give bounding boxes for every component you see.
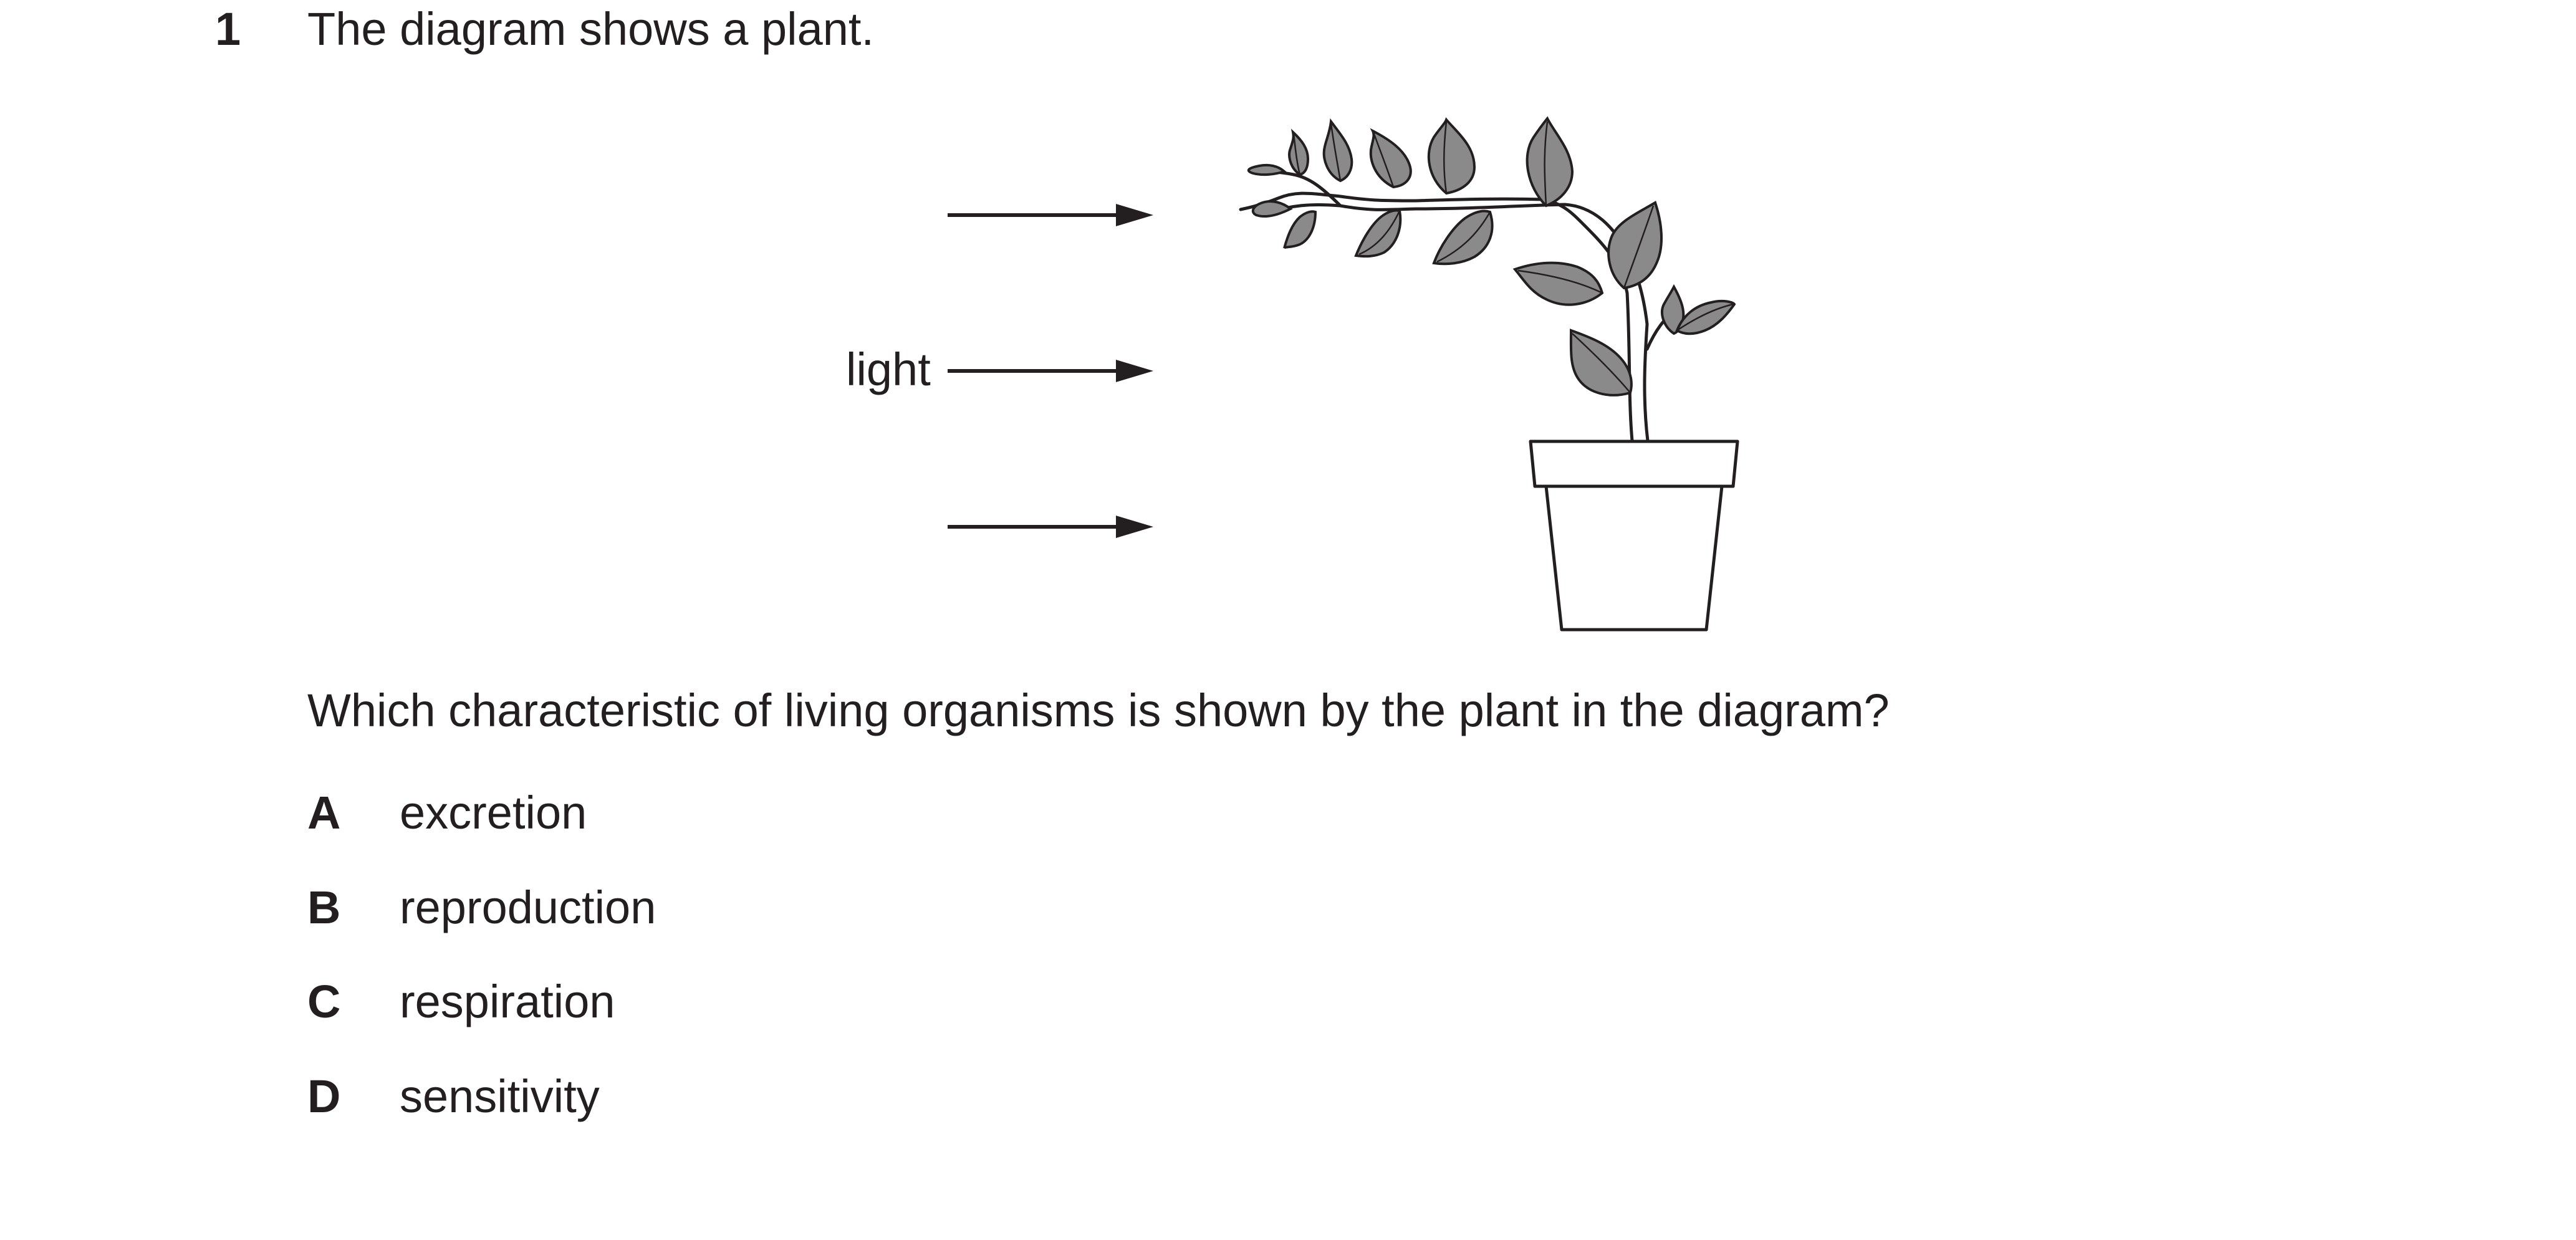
option-letter: B (307, 882, 341, 933)
light-arrows (948, 204, 1153, 538)
light-arrow-top (948, 204, 1153, 226)
light-arrow-middle (948, 360, 1153, 382)
option-text: reproduction (400, 882, 656, 933)
plant-diagram: light (846, 116, 1739, 632)
option-text: respiration (400, 976, 615, 1027)
option-letter: A (307, 787, 341, 839)
question-number: 1 (215, 3, 241, 55)
question-stem: Which characteristic of living organisms… (307, 685, 1890, 736)
option-text: excretion (400, 787, 587, 839)
plant-leaves (1247, 116, 1736, 397)
option-letter: C (307, 976, 341, 1027)
plant-pot (1529, 440, 1739, 632)
light-label: light (846, 344, 931, 395)
light-arrow-bottom (948, 516, 1153, 538)
option-text: sensitivity (400, 1070, 600, 1122)
option-letter: D (307, 1070, 341, 1122)
question-intro: The diagram shows a plant. (307, 3, 875, 55)
